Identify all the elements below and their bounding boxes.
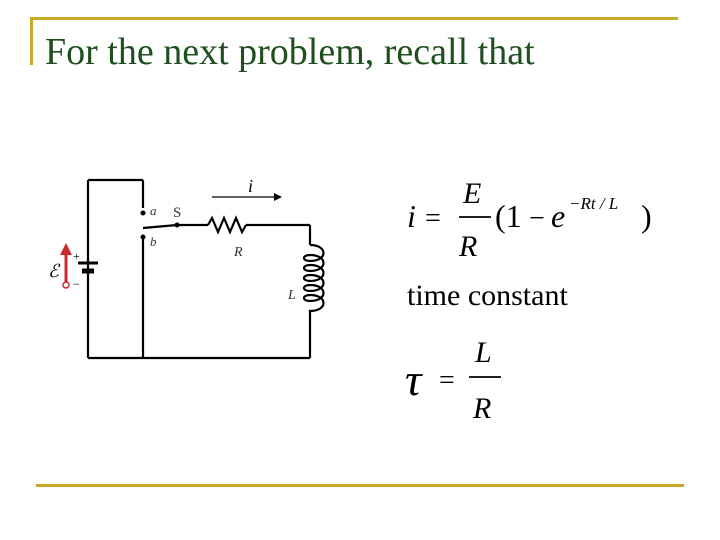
eq1-numerator: E xyxy=(462,177,481,210)
switch-arm xyxy=(142,223,178,230)
eq1-base: e xyxy=(551,198,565,234)
eq1-exponent: −Rt / L xyxy=(569,194,618,213)
time-constant-equation: τ = L R xyxy=(405,336,501,425)
slide-frame-top-rule xyxy=(30,17,678,20)
slide-frame-bottom-rule xyxy=(36,484,684,487)
switch-pivot-dot xyxy=(174,222,180,228)
eq1-equals: = xyxy=(425,203,441,234)
switch-label: S xyxy=(173,205,181,221)
slide-frame-left-rule xyxy=(30,17,33,65)
rl-circuit-diagram: + − ℰ a b S R L i xyxy=(48,176,325,360)
eq2-equals: = xyxy=(439,365,455,396)
current-arrow-head xyxy=(274,193,282,201)
eq2-numerator: L xyxy=(474,336,492,369)
terminal-b-dot xyxy=(140,234,146,240)
emf-terminal-circle xyxy=(62,281,70,289)
resistor-label: R xyxy=(233,245,243,260)
slide-title: For the next problem, recall that xyxy=(45,31,535,73)
eq1-lhs: i xyxy=(407,198,416,234)
eq2-lhs: τ xyxy=(405,354,423,405)
terminal-a-dot xyxy=(140,210,146,216)
emf-arrow-head xyxy=(60,243,72,255)
current-label: i xyxy=(248,176,253,196)
battery-plus-sign: + xyxy=(73,249,80,263)
inductor-label: L xyxy=(287,288,296,303)
eq1-minus: − xyxy=(529,203,545,234)
time-constant-label: time constant xyxy=(407,279,568,312)
current-equation: i = E R (1 − e −Rt / L ) xyxy=(407,177,652,263)
formulas-panel: i = E R (1 − e −Rt / L ) time constant τ… xyxy=(405,177,652,425)
eq1-open-paren: (1 xyxy=(495,198,522,234)
eq1-close-paren: ) xyxy=(641,198,652,234)
eq1-denominator: R xyxy=(458,230,477,263)
battery-minus-sign: − xyxy=(73,277,80,291)
emf-symbol-label: ℰ xyxy=(48,261,61,281)
resistor-symbol xyxy=(207,215,247,235)
inductor-coil xyxy=(302,243,325,335)
terminal-a-label: a xyxy=(150,203,157,218)
eq2-denominator: R xyxy=(472,392,491,425)
terminal-b-label: b xyxy=(150,234,157,249)
